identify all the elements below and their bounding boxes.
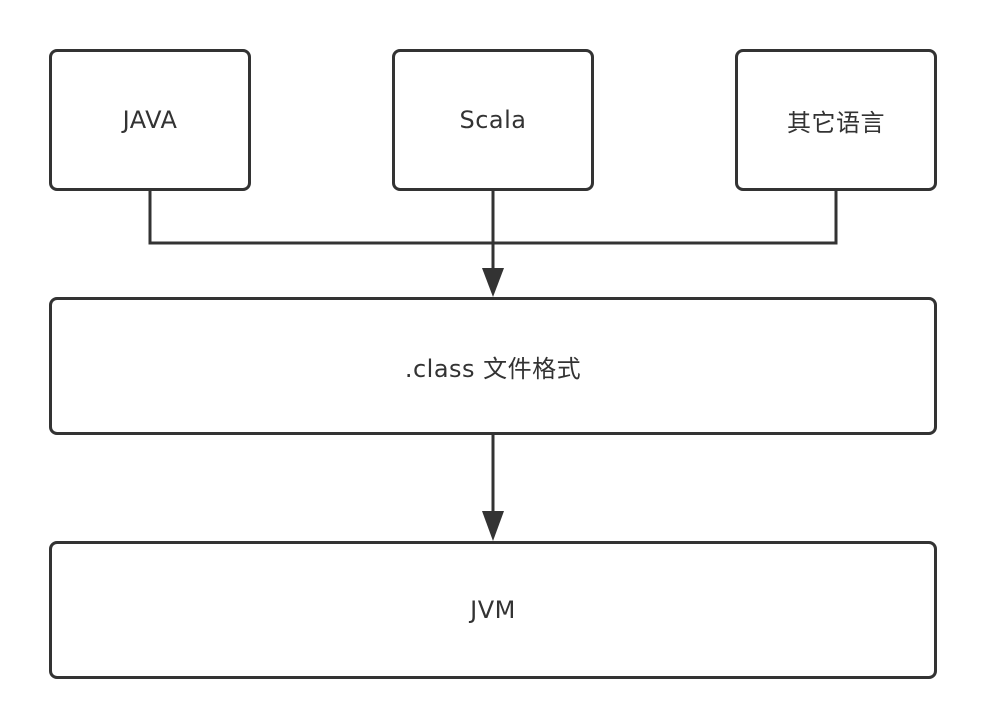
node-class-file-format-label: .class 文件格式 (404, 354, 582, 383)
node-jvm-label: JVM (470, 596, 516, 624)
node-java-label: JAVA (122, 106, 178, 134)
node-other-languages-label: 其它语言 (787, 108, 885, 137)
connector-java (148, 191, 493, 245)
node-java: JAVA (49, 49, 251, 191)
node-scala: Scala (392, 49, 594, 191)
arrowhead-to-class (482, 268, 504, 297)
node-other-languages: 其它语言 (735, 49, 937, 191)
node-jvm: JVM (49, 541, 937, 679)
node-scala-label: Scala (459, 106, 527, 134)
node-class-file-format: .class 文件格式 (49, 297, 937, 435)
connector-other (493, 191, 838, 245)
arrowhead-to-jvm (482, 511, 504, 541)
